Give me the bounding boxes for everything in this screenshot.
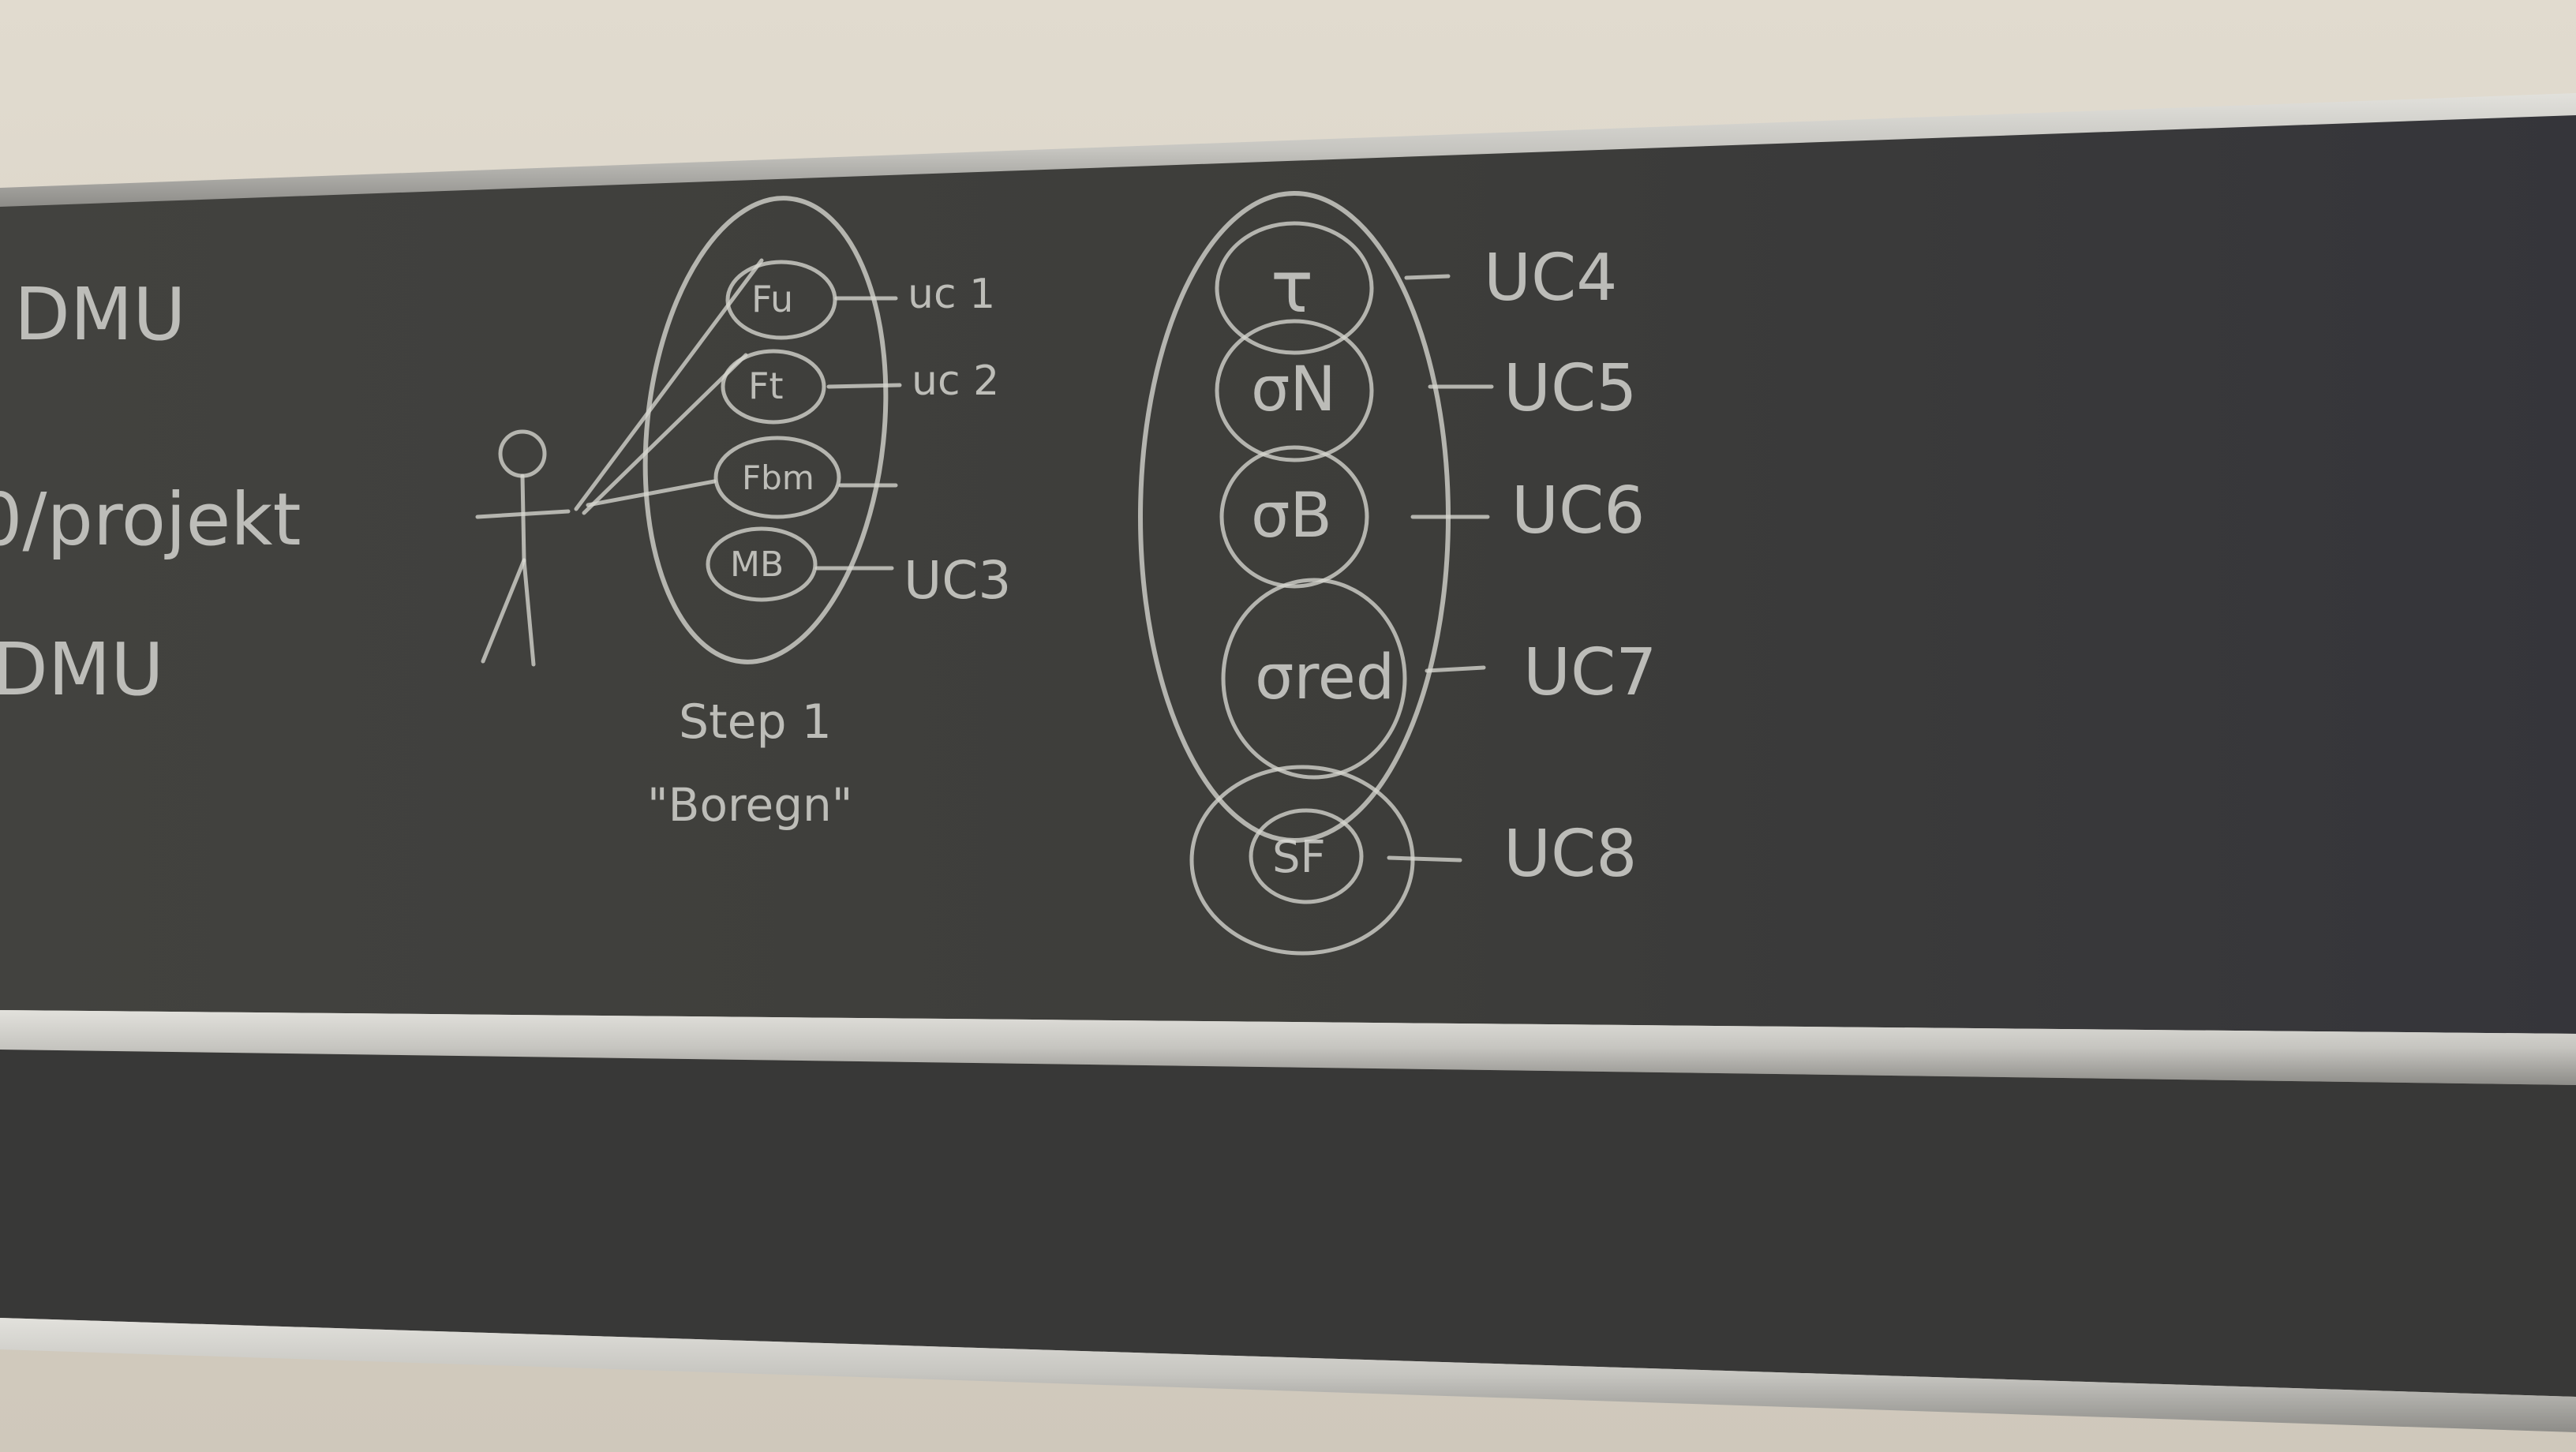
step-node-mb: MB xyxy=(730,544,784,585)
step-caption-quote: "Boregn" xyxy=(647,778,852,832)
step-node-fbm: Fbm xyxy=(742,458,814,497)
lower-chalkboard xyxy=(0,1050,2576,1397)
step-node-ft: Ft xyxy=(748,365,784,407)
cycle-label-uc8: UC8 xyxy=(1503,817,1637,892)
step-node-fu: Fu xyxy=(751,278,793,320)
cycle-label-uc5: UC5 xyxy=(1503,351,1637,426)
actor-stick-figure xyxy=(475,258,764,667)
cycle-label-uc7: UC7 xyxy=(1523,635,1657,710)
cycle-label-uc6: UC6 xyxy=(1511,473,1645,548)
top-frame xyxy=(0,93,2576,207)
left-note-2: 0/projekt xyxy=(0,477,301,562)
use-case-group-step1: Fu Ft Fbm MB uc 1 uc 2 UC3 Step 1 "Boreg… xyxy=(642,196,1011,832)
left-note-1: DMU xyxy=(14,272,186,357)
left-notes: DMU 0/projekt DMU xyxy=(0,272,301,712)
step-label-uc2: uc 2 xyxy=(912,357,999,405)
cycle-node-sigma-n: σN xyxy=(1251,354,1336,425)
step-label-uc1: uc 1 xyxy=(908,271,995,318)
step-label-uc3: UC3 xyxy=(904,550,1011,611)
cycle-node-sf: SF xyxy=(1272,832,1326,883)
left-note-3: DMU xyxy=(0,627,164,712)
cycle-node-sigma-red: σred xyxy=(1255,642,1395,713)
middle-rail xyxy=(0,1010,2576,1085)
cycle-node-tau: τ xyxy=(1271,246,1313,329)
cycle-node-sigma-b: σB xyxy=(1251,481,1332,552)
use-case-group-cycle: τ σN σB σred SF UC4 UC5 UC6 UC7 UC8 xyxy=(1138,191,1657,956)
bottom-rail xyxy=(0,1318,2576,1432)
upper-chalkboard xyxy=(0,110,2576,1034)
step-caption: Step 1 xyxy=(679,694,832,750)
cycle-label-uc4: UC4 xyxy=(1484,241,1617,316)
